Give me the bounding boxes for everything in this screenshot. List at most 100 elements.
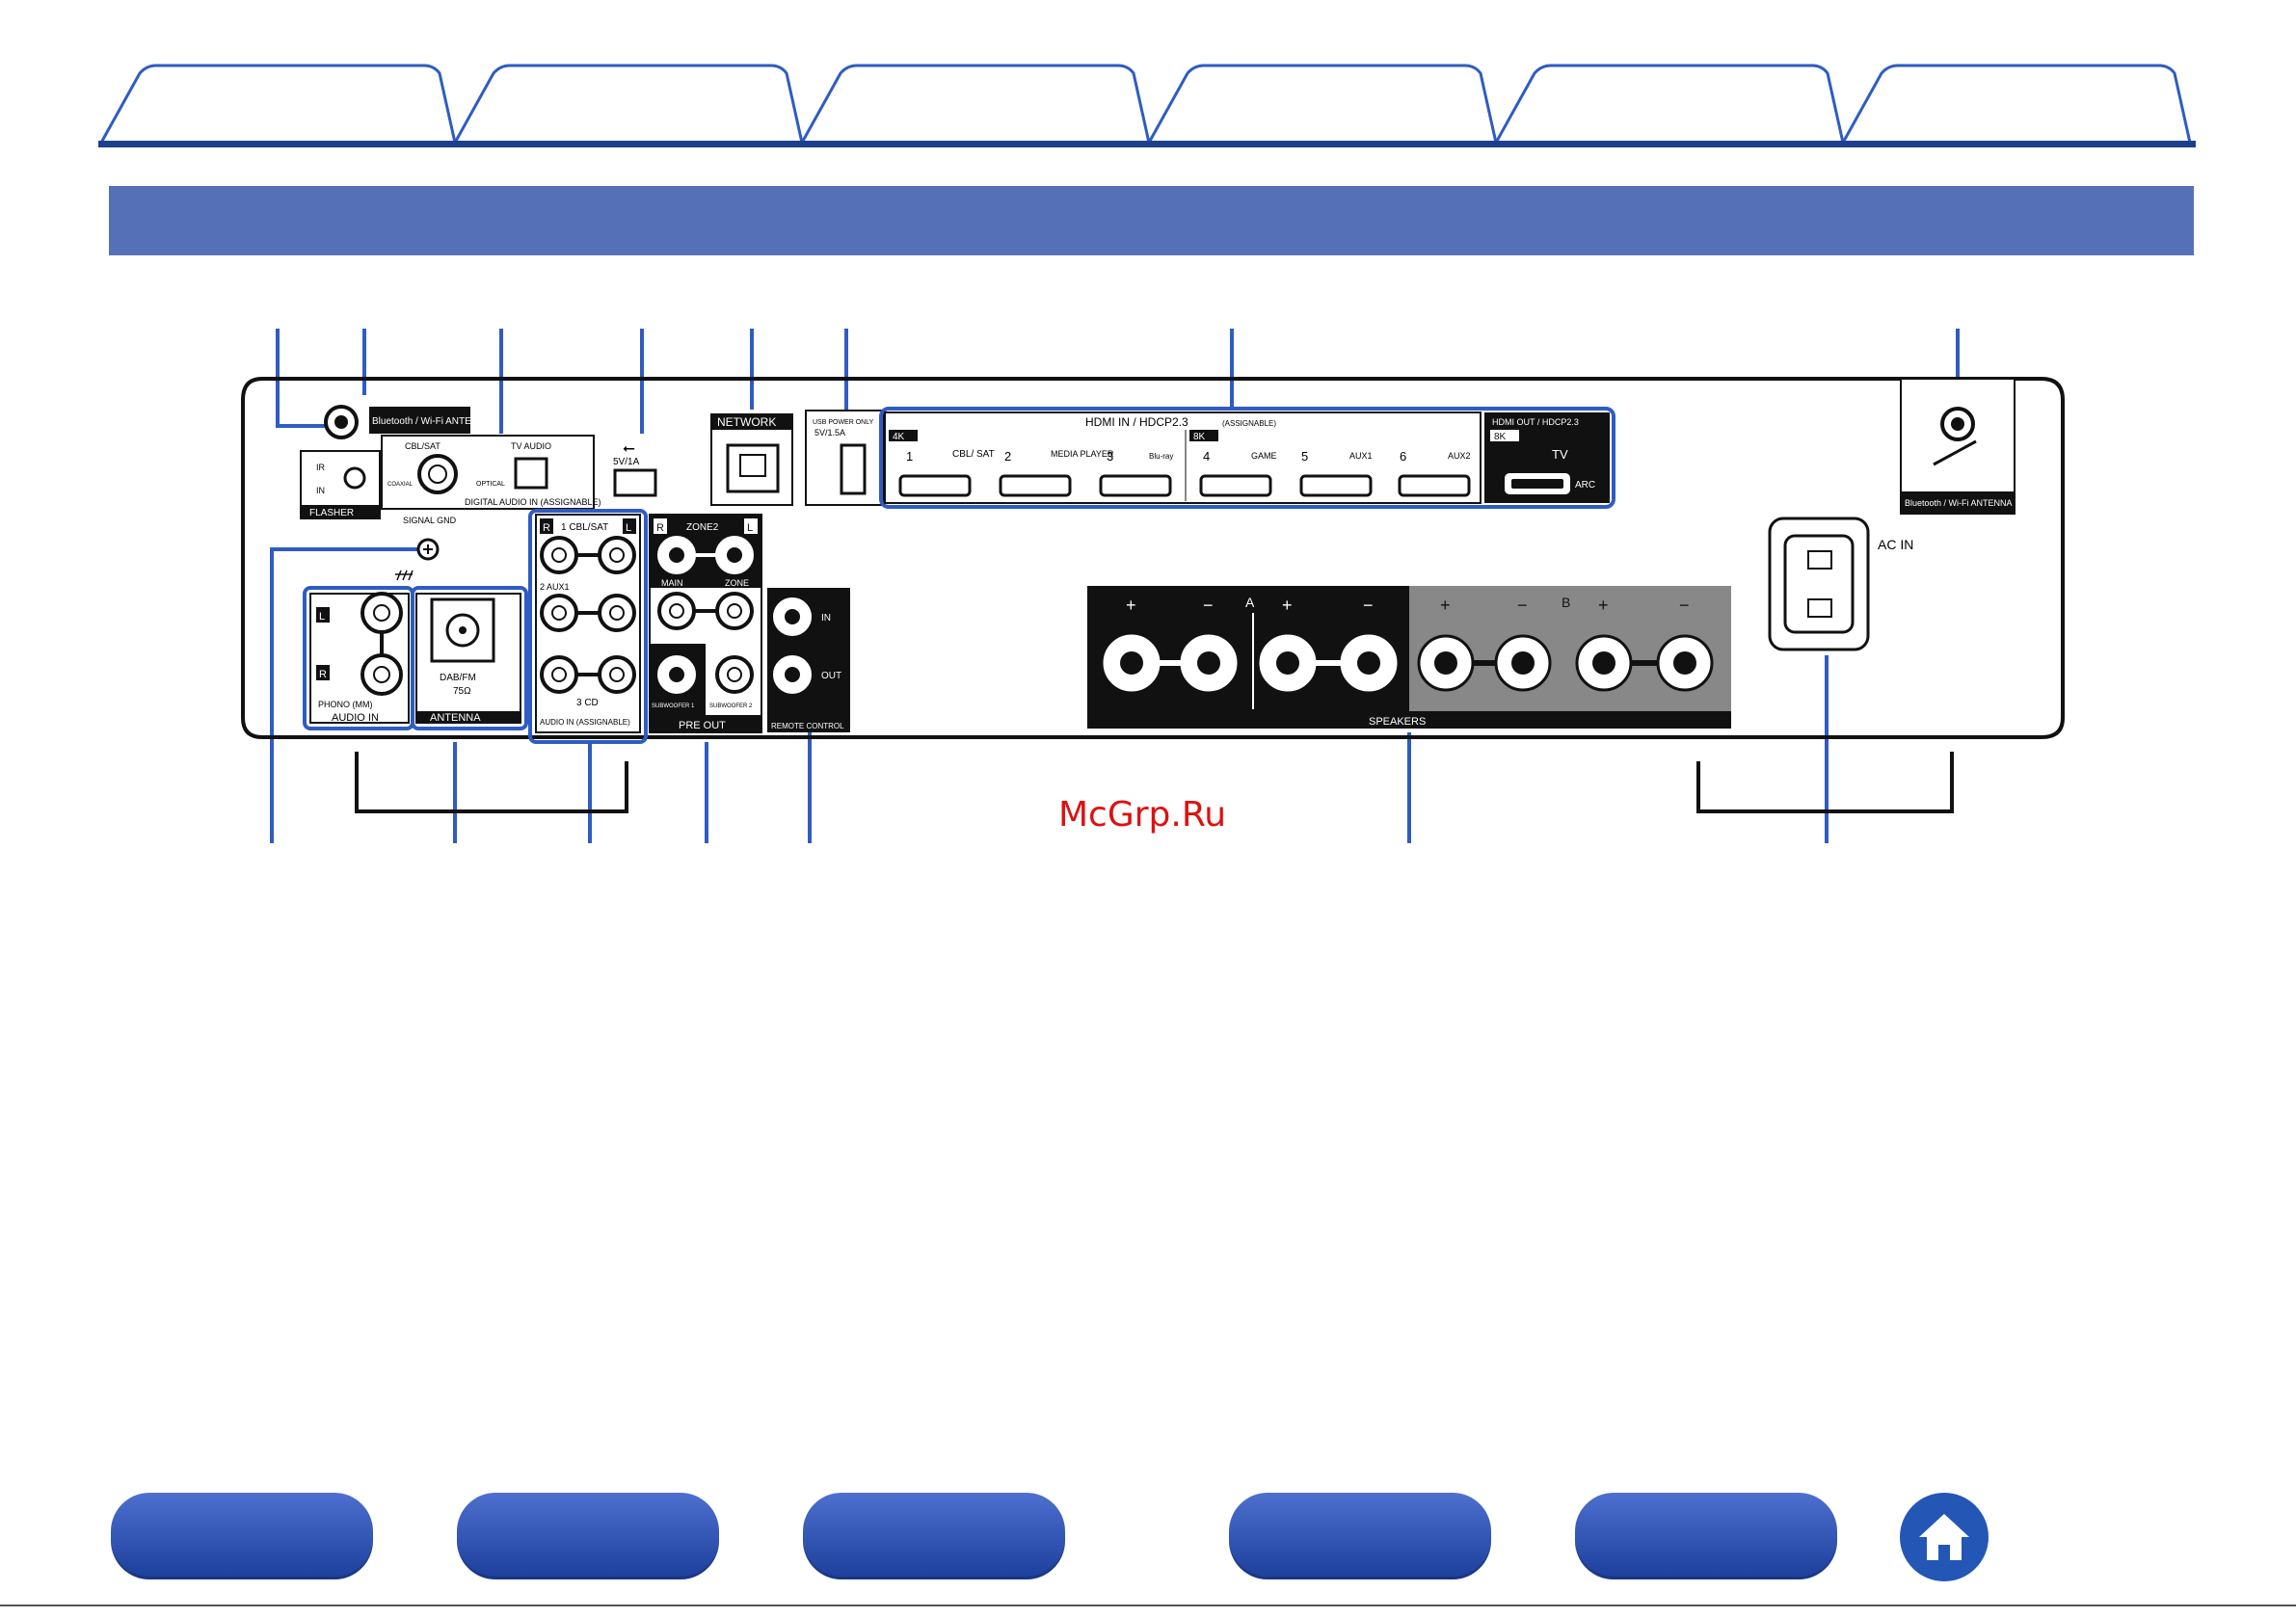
hdmi-out-tv[interactable]: HDMI OUT / HDCP2.3 8K TV ARC	[1484, 412, 1610, 503]
hdmi-in-1[interactable]: 1 CBL/ SAT	[898, 449, 995, 497]
usb-power-rating-label: 5V/1.5A	[814, 428, 845, 438]
bt-antenna-left[interactable]: Bluetooth / Wi-Fi ANTENNA	[324, 405, 492, 439]
tab-5[interactable]	[1494, 64, 1845, 144]
speaker-b-r[interactable]: + −	[1417, 596, 1552, 692]
minus-icon: −	[1517, 596, 1528, 615]
audio-in-label: AUDIO IN	[332, 712, 379, 724]
phono-r-badge: R	[319, 669, 327, 680]
hdmi-block: HDMI IN / HDCP2.3 (ASSIGNABLE) 4K 8K 1 C…	[879, 407, 1615, 509]
zone2-r-badge: R	[656, 522, 664, 534]
badge-4k: 4K	[893, 432, 905, 442]
rear-panel-diagram: Bluetooth / Wi-Fi ANTENNA IR IN FLASHER …	[241, 329, 2065, 843]
pre-out[interactable]: R L ZONE2 MAIN ZONE SUBWOOFER 1 SUBWOOFE…	[649, 514, 762, 733]
hdmi-in-2[interactable]: 2 MEDIA PLAYER	[999, 449, 1114, 497]
hdmi-in-5-label: AUX1	[1349, 451, 1373, 461]
usb-power-port[interactable]: USB POWER ONLY 5V/1.5A	[805, 410, 884, 506]
hdmi-assignable-label: (ASSIGNABLE)	[1222, 419, 1276, 428]
nav-button-3[interactable]	[803, 1493, 1065, 1579]
chassis-outline	[241, 377, 2065, 739]
ac-in-label: AC IN	[1878, 537, 1913, 552]
remote-control-label: REMOTE CONTROL	[771, 722, 844, 730]
minus-icon: −	[1203, 596, 1214, 615]
audio-in-assignable-label: AUDIO IN (ASSIGNABLE)	[540, 718, 630, 727]
ac-in[interactable]: AC IN	[1768, 517, 1913, 651]
hdmi-in-3-label: Blu-ray	[1149, 452, 1173, 461]
plus-icon: +	[1440, 596, 1451, 615]
speakers-label: SPEAKERS	[1369, 716, 1426, 728]
nav-button-2[interactable]	[457, 1493, 719, 1579]
callout-lines-top	[276, 329, 1960, 434]
hdmi-in-6[interactable]: 6 AUX2	[1398, 449, 1471, 497]
rc-in-label: IN	[821, 613, 831, 623]
phono-l-badge: L	[319, 611, 325, 623]
tab-6[interactable]	[1841, 64, 2192, 144]
arc-label: ARC	[1575, 480, 1595, 491]
plus-icon: +	[1598, 596, 1609, 615]
plus-icon: +	[1126, 596, 1136, 615]
minus-icon: −	[1679, 596, 1690, 615]
bt-antenna-left-label: Bluetooth / Wi-Fi ANTENNA	[372, 416, 492, 427]
badge-8k-out: 8K	[1494, 432, 1507, 442]
foot-right	[1696, 752, 1954, 813]
hdmi-in-4-label: GAME	[1251, 451, 1277, 461]
subwoofer1-label: SUBWOOFER 1	[652, 703, 695, 709]
main-label: MAIN	[661, 578, 683, 588]
bt-antenna-right[interactable]: Bluetooth / Wi-Fi ANTENNA	[1900, 378, 2016, 515]
zone2-label: ZONE2	[686, 522, 719, 533]
hdmi-in-4[interactable]: 4 GAME	[1199, 449, 1277, 497]
signal-gnd-label: SIGNAL GND	[403, 516, 457, 525]
watermark: McGrp.Ru	[1058, 795, 1226, 835]
hdmi-in-1-num: 1	[906, 449, 913, 464]
tab-rule	[98, 141, 2196, 147]
zone-label: ZONE	[725, 578, 749, 588]
speaker-a-l[interactable]: + −	[1259, 596, 1398, 692]
digital-audio-in[interactable]: CBL/SAT TV AUDIO COAXIAL OPTICAL DIGITAL…	[381, 435, 601, 510]
antenna-screw-icon	[1933, 439, 1977, 466]
pre-out-label: PRE OUT	[679, 720, 726, 731]
hdmi-in-title: HDMI IN / HDCP2.3	[1085, 415, 1188, 429]
rc-out-label: OUT	[821, 671, 841, 681]
tv-audio-label: TV AUDIO	[511, 441, 551, 451]
coaxial-label: COAXIAL	[387, 482, 414, 488]
hdmi-in-2-num: 2	[1004, 449, 1011, 464]
speaker-b-l[interactable]: + −	[1575, 596, 1714, 692]
speaker-a-r[interactable]: + −	[1103, 596, 1238, 692]
audio-in-assignable[interactable]: R L 1 CBL/SAT 2 AUX1 3 CD AUDIO IN (ASSI…	[528, 509, 648, 744]
tab-4[interactable]	[1147, 64, 1498, 144]
signal-gnd[interactable]: SIGNAL GND	[395, 516, 457, 581]
hdmi-in-5[interactable]: 5 AUX1	[1299, 449, 1373, 497]
speaker-a-label: A	[1245, 595, 1255, 610]
nav-button-1[interactable]	[111, 1493, 373, 1579]
tv-label: TV	[1552, 447, 1568, 462]
antenna-label: ANTENNA	[430, 712, 481, 724]
tab-1[interactable]	[99, 64, 457, 144]
foot-left	[355, 752, 628, 813]
network-port[interactable]: NETWORK	[710, 413, 793, 506]
tab-3[interactable]	[800, 64, 1151, 144]
ir-flasher[interactable]: IR IN FLASHER	[300, 450, 381, 519]
zone2-l-badge: L	[747, 522, 753, 534]
hdmi-in-3[interactable]: 3 Blu-ray	[1099, 449, 1173, 497]
nav-button-4[interactable]	[1229, 1493, 1491, 1579]
nav-tabs	[98, 64, 2196, 147]
bottom-rule	[0, 1605, 2296, 1606]
phono-input[interactable]: L R PHONO (MM) AUDIO IN	[303, 586, 414, 730]
ground-icon	[395, 570, 414, 581]
speakers-block: SPEAKERS A B + − + − + −	[1087, 586, 1731, 729]
antenna-dab-fm[interactable]: DAB/FM 75Ω ANTENNA	[411, 586, 528, 730]
hdmi-in-3-num: 3	[1107, 449, 1113, 464]
dab-fm-label: DAB/FM	[440, 673, 476, 683]
ir-label: IR	[316, 463, 326, 472]
cbl-sat-1-label: 1 CBL/SAT	[561, 522, 608, 533]
network-label: NETWORK	[717, 415, 776, 429]
hdmi-in-5-num: 5	[1301, 449, 1308, 464]
remote-control[interactable]: IN OUT REMOTE CONTROL	[767, 588, 850, 732]
digital-audio-in-label: DIGITAL AUDIO IN (ASSIGNABLE)	[465, 497, 601, 507]
usb-port[interactable]: ⭠ 5V/1A	[613, 440, 657, 497]
bt-antenna-right-label: Bluetooth / Wi-Fi ANTENNA	[1905, 498, 2013, 508]
home-button[interactable]	[1900, 1493, 1989, 1581]
home-icon	[1919, 1514, 1969, 1560]
nav-button-5[interactable]	[1575, 1493, 1837, 1579]
tab-2[interactable]	[453, 64, 804, 144]
hdmi-in-6-num: 6	[1400, 449, 1406, 464]
